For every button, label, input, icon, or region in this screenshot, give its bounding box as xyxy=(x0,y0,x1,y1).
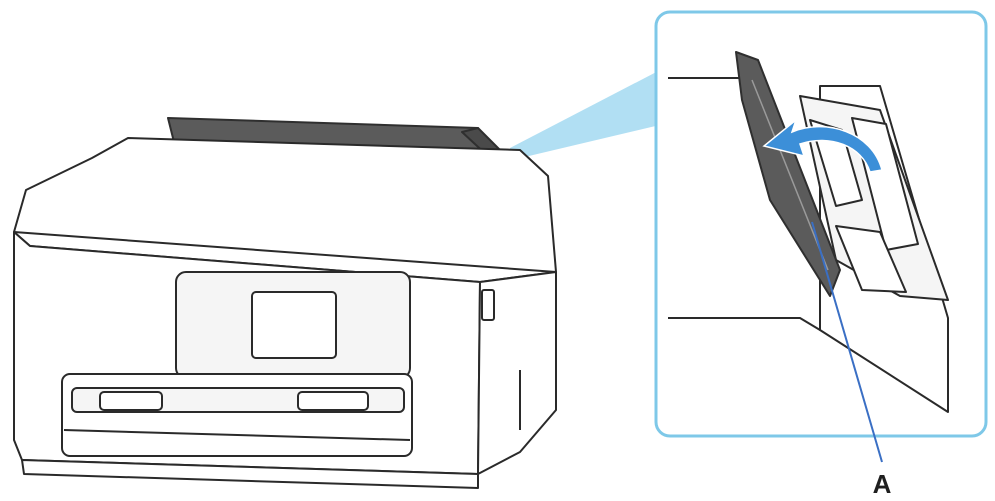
cassette-line xyxy=(63,429,411,441)
printer-base xyxy=(21,459,479,489)
touch-screen xyxy=(251,291,337,359)
callout-pointer-a xyxy=(811,221,883,463)
output-tray-extension-left xyxy=(99,391,163,411)
open-direction-arrow xyxy=(762,117,883,173)
printer-body-side xyxy=(477,271,557,475)
inset-detail xyxy=(668,51,949,413)
inset-top-surface xyxy=(668,317,821,331)
paper-guide-left xyxy=(809,119,863,207)
top-cover xyxy=(13,137,557,273)
output-tray-extension-right xyxy=(297,391,369,411)
output-tray xyxy=(61,373,413,457)
printer xyxy=(13,117,557,489)
side-port xyxy=(481,289,495,321)
callout-label-a: A xyxy=(873,469,892,499)
feed-slot-cover-edge xyxy=(751,79,829,271)
paper-guide-lower xyxy=(835,225,907,293)
zoom-connector xyxy=(510,68,664,160)
